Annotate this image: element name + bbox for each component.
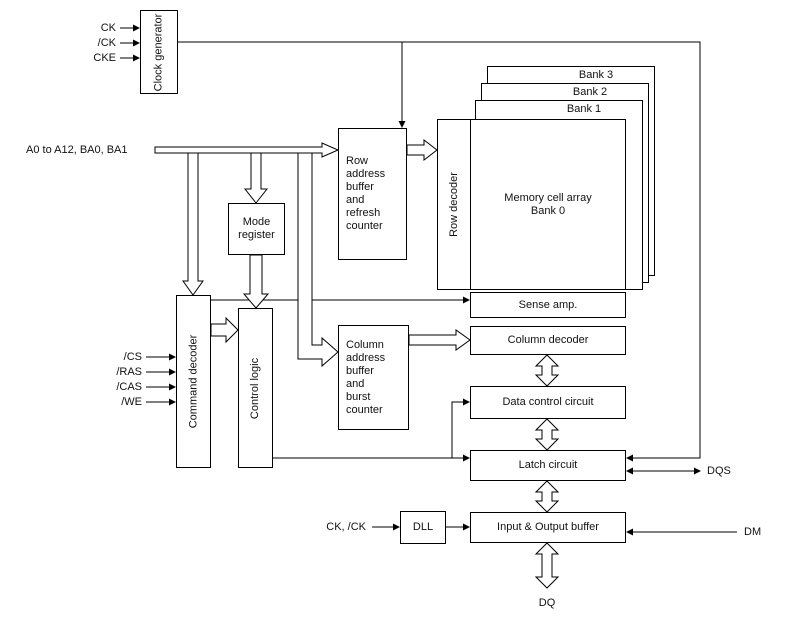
io-buffer-label: Input & Output buffer	[497, 521, 599, 533]
cs-label: /CS	[123, 351, 142, 363]
dll-clock-label: CK, /CK	[326, 521, 366, 533]
control-logic-box: Control logic	[238, 308, 273, 468]
dq-label: DQ	[538, 597, 556, 609]
ckb-label: /CK	[97, 37, 116, 49]
ras-label: /RAS	[116, 366, 142, 378]
command-decoder-box: Command decoder	[176, 295, 211, 468]
column-decoder-label: Column decoder	[507, 334, 589, 346]
latch-circuit-box: Latch circuit	[470, 450, 626, 481]
bank3-label: Bank 3	[578, 69, 614, 81]
bus-to-command-decoder-arrow	[182, 152, 204, 296]
control-logic-label: Control logic	[249, 357, 262, 419]
dll-label: DLL	[412, 521, 434, 533]
io-buffer-box: Input & Output buffer	[470, 512, 626, 543]
mode-register-to-control-logic-arrow	[242, 254, 270, 309]
row-address-buffer-label: Row address buffer and refresh counter	[346, 155, 386, 232]
bus-arrows	[154, 138, 560, 589]
latch-circuit-label: Latch circuit	[518, 459, 578, 471]
bus-to-mode-register-arrow	[243, 152, 269, 204]
column-decoder-data-control-arrow	[534, 354, 560, 387]
memory-array-label: Memory cell array Bank 0	[504, 191, 592, 217]
dll-box: DLL	[400, 511, 446, 544]
row-address-buffer-box: Row address buffer and refresh counter	[338, 128, 407, 260]
dqs-label: DQS	[707, 465, 731, 477]
address-bus-arrow	[154, 142, 340, 158]
bank1-label: Bank 1	[566, 103, 602, 115]
cke-label: CKE	[93, 52, 116, 64]
bank2-label: Bank 2	[572, 86, 608, 98]
latch-io-buffer-arrow	[534, 480, 560, 513]
column-buffer-to-column-decoder-arrow	[408, 329, 471, 351]
data-control-latch-arrow	[534, 418, 560, 451]
data-control-box: Data control circuit	[470, 386, 626, 419]
data-control-label: Data control circuit	[502, 396, 594, 408]
thin-wires	[120, 27, 737, 533]
dm-label: DM	[744, 526, 762, 538]
cas-label: /CAS	[116, 381, 142, 393]
solid-arrowheads	[133, 24, 701, 536]
io-buffer-dq-arrow	[534, 542, 560, 589]
command-decoder-to-control-logic-arrow	[210, 316, 239, 344]
mode-register-label: Mode register	[238, 216, 275, 241]
column-address-buffer-box: Column address buffer and burst counter	[338, 325, 409, 430]
ck-label: CK	[100, 22, 116, 34]
bus-to-column-address-buffer-arrow	[297, 152, 339, 368]
clock-generator-label: Clock generator	[152, 13, 165, 91]
row-buffer-to-row-decoder-arrow	[406, 138, 438, 162]
row-decoder-box: Row decoder	[437, 119, 471, 290]
column-address-buffer-label: Column address buffer and burst counter	[346, 338, 386, 416]
we-label: /WE	[121, 396, 142, 408]
row-decoder-label: Row decoder	[447, 172, 460, 237]
command-decoder-label: Command decoder	[187, 334, 199, 429]
address-bus-label: A0 to A12, BA0, BA1	[26, 144, 128, 156]
mode-register-box: Mode register	[228, 203, 285, 255]
clock-generator-box: Clock generator	[140, 10, 178, 94]
memory-array-box: Memory cell array Bank 0	[470, 119, 626, 290]
sense-amp-label: Sense amp.	[518, 298, 578, 311]
column-decoder-box: Column decoder	[470, 326, 626, 355]
sense-amp-box: Sense amp.	[470, 292, 626, 318]
